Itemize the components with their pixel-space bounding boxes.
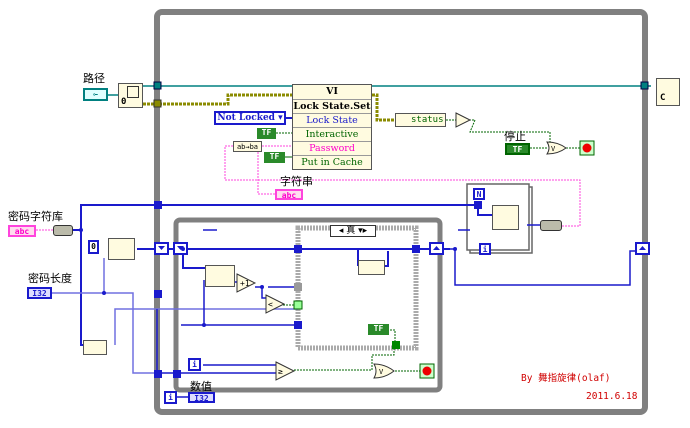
- replace-array-subset[interactable]: [358, 260, 385, 275]
- date-credit: 2011.6.18: [586, 391, 638, 402]
- interactive-bool-constant[interactable]: TF: [257, 128, 276, 139]
- for-iteration-terminal[interactable]: i: [479, 243, 491, 255]
- svg-text:+1: +1: [240, 279, 250, 288]
- or-function-inner[interactable]: V: [373, 363, 395, 379]
- inner-iteration-terminal[interactable]: i: [188, 358, 201, 371]
- string-indicator[interactable]: abc: [275, 189, 303, 200]
- less-than-function[interactable]: <: [265, 294, 286, 314]
- outer-iteration-terminal[interactable]: i: [164, 391, 177, 404]
- index-array-inner[interactable]: [205, 265, 235, 287]
- property-node-method: Lock State.Set: [293, 99, 371, 112]
- reverse-string-function[interactable]: ab→ba: [233, 141, 262, 152]
- string-to-byte-array[interactable]: [53, 225, 73, 236]
- password-length-control[interactable]: I32: [27, 287, 52, 299]
- vi-property-node[interactable]: VI Lock State.Set Lock State Interactive…: [292, 84, 372, 170]
- outer-while-loop[interactable]: [154, 9, 648, 415]
- author-credit: By 舞指旋律(olaf): [521, 373, 611, 384]
- shift-registers[interactable]: [154, 242, 650, 255]
- stop-label: 停止: [504, 130, 526, 143]
- tunnels: [153, 81, 649, 378]
- zero-constant[interactable]: 0: [88, 240, 99, 254]
- greater-equal-function[interactable]: ≥: [275, 361, 296, 381]
- cache-bool-constant[interactable]: TF: [264, 152, 285, 163]
- password-charset-control[interactable]: abc: [8, 225, 36, 237]
- increment-function[interactable]: +1: [236, 273, 257, 293]
- open-vi-reference[interactable]: 0: [118, 83, 143, 108]
- numeric-indicator[interactable]: I32: [188, 392, 215, 403]
- path-icon: ⟜: [93, 90, 98, 99]
- or-function-outer[interactable]: V: [546, 141, 567, 155]
- svg-text:<: <: [268, 300, 273, 309]
- inner-stop-terminal[interactable]: [419, 363, 435, 379]
- loop-count-terminal[interactable]: N: [473, 188, 485, 200]
- stop-button-control[interactable]: TF: [505, 143, 530, 155]
- error-wire: [143, 93, 292, 106]
- vi-grid-icon: [127, 86, 139, 98]
- error-wire: [372, 93, 395, 122]
- initialize-array[interactable]: [108, 238, 135, 260]
- lock-state-enum[interactable]: Not Locked ▾: [214, 111, 286, 125]
- path-label: 路径: [83, 72, 105, 85]
- close-reference[interactable]: C: [656, 78, 680, 106]
- string-label: 字符串: [280, 175, 313, 188]
- password-length-label: 密码长度: [28, 272, 72, 285]
- array-size[interactable]: [83, 340, 107, 355]
- byte-array-to-string[interactable]: [540, 220, 562, 231]
- outer-stop-terminal[interactable]: [579, 140, 595, 156]
- property-node-class: VI: [293, 85, 371, 99]
- numeric-label: 数值: [190, 380, 212, 393]
- inner-while-loop[interactable]: [173, 217, 443, 393]
- svg-text:V: V: [551, 145, 556, 153]
- case-selector[interactable]: ◂ 真 ▾▸: [330, 225, 376, 237]
- case-true-constant[interactable]: TF: [368, 324, 389, 335]
- svg-text:V: V: [379, 368, 384, 376]
- not-function[interactable]: [455, 112, 472, 128]
- unbundle-status[interactable]: status: [395, 113, 446, 127]
- bool-wire: [469, 119, 551, 143]
- property-interactive[interactable]: Interactive: [293, 127, 371, 141]
- property-lock-state[interactable]: Lock State: [293, 113, 371, 127]
- string-wire: [224, 145, 581, 227]
- path-control[interactable]: ⟜: [83, 88, 108, 101]
- property-put-in-cache[interactable]: Put in Cache: [293, 155, 371, 169]
- svg-text:≥: ≥: [278, 367, 283, 376]
- property-password[interactable]: Password: [293, 141, 371, 155]
- case-structure[interactable]: [295, 225, 419, 351]
- index-array-forloop[interactable]: [492, 205, 519, 230]
- password-charset-label: 密码字符库: [8, 210, 63, 223]
